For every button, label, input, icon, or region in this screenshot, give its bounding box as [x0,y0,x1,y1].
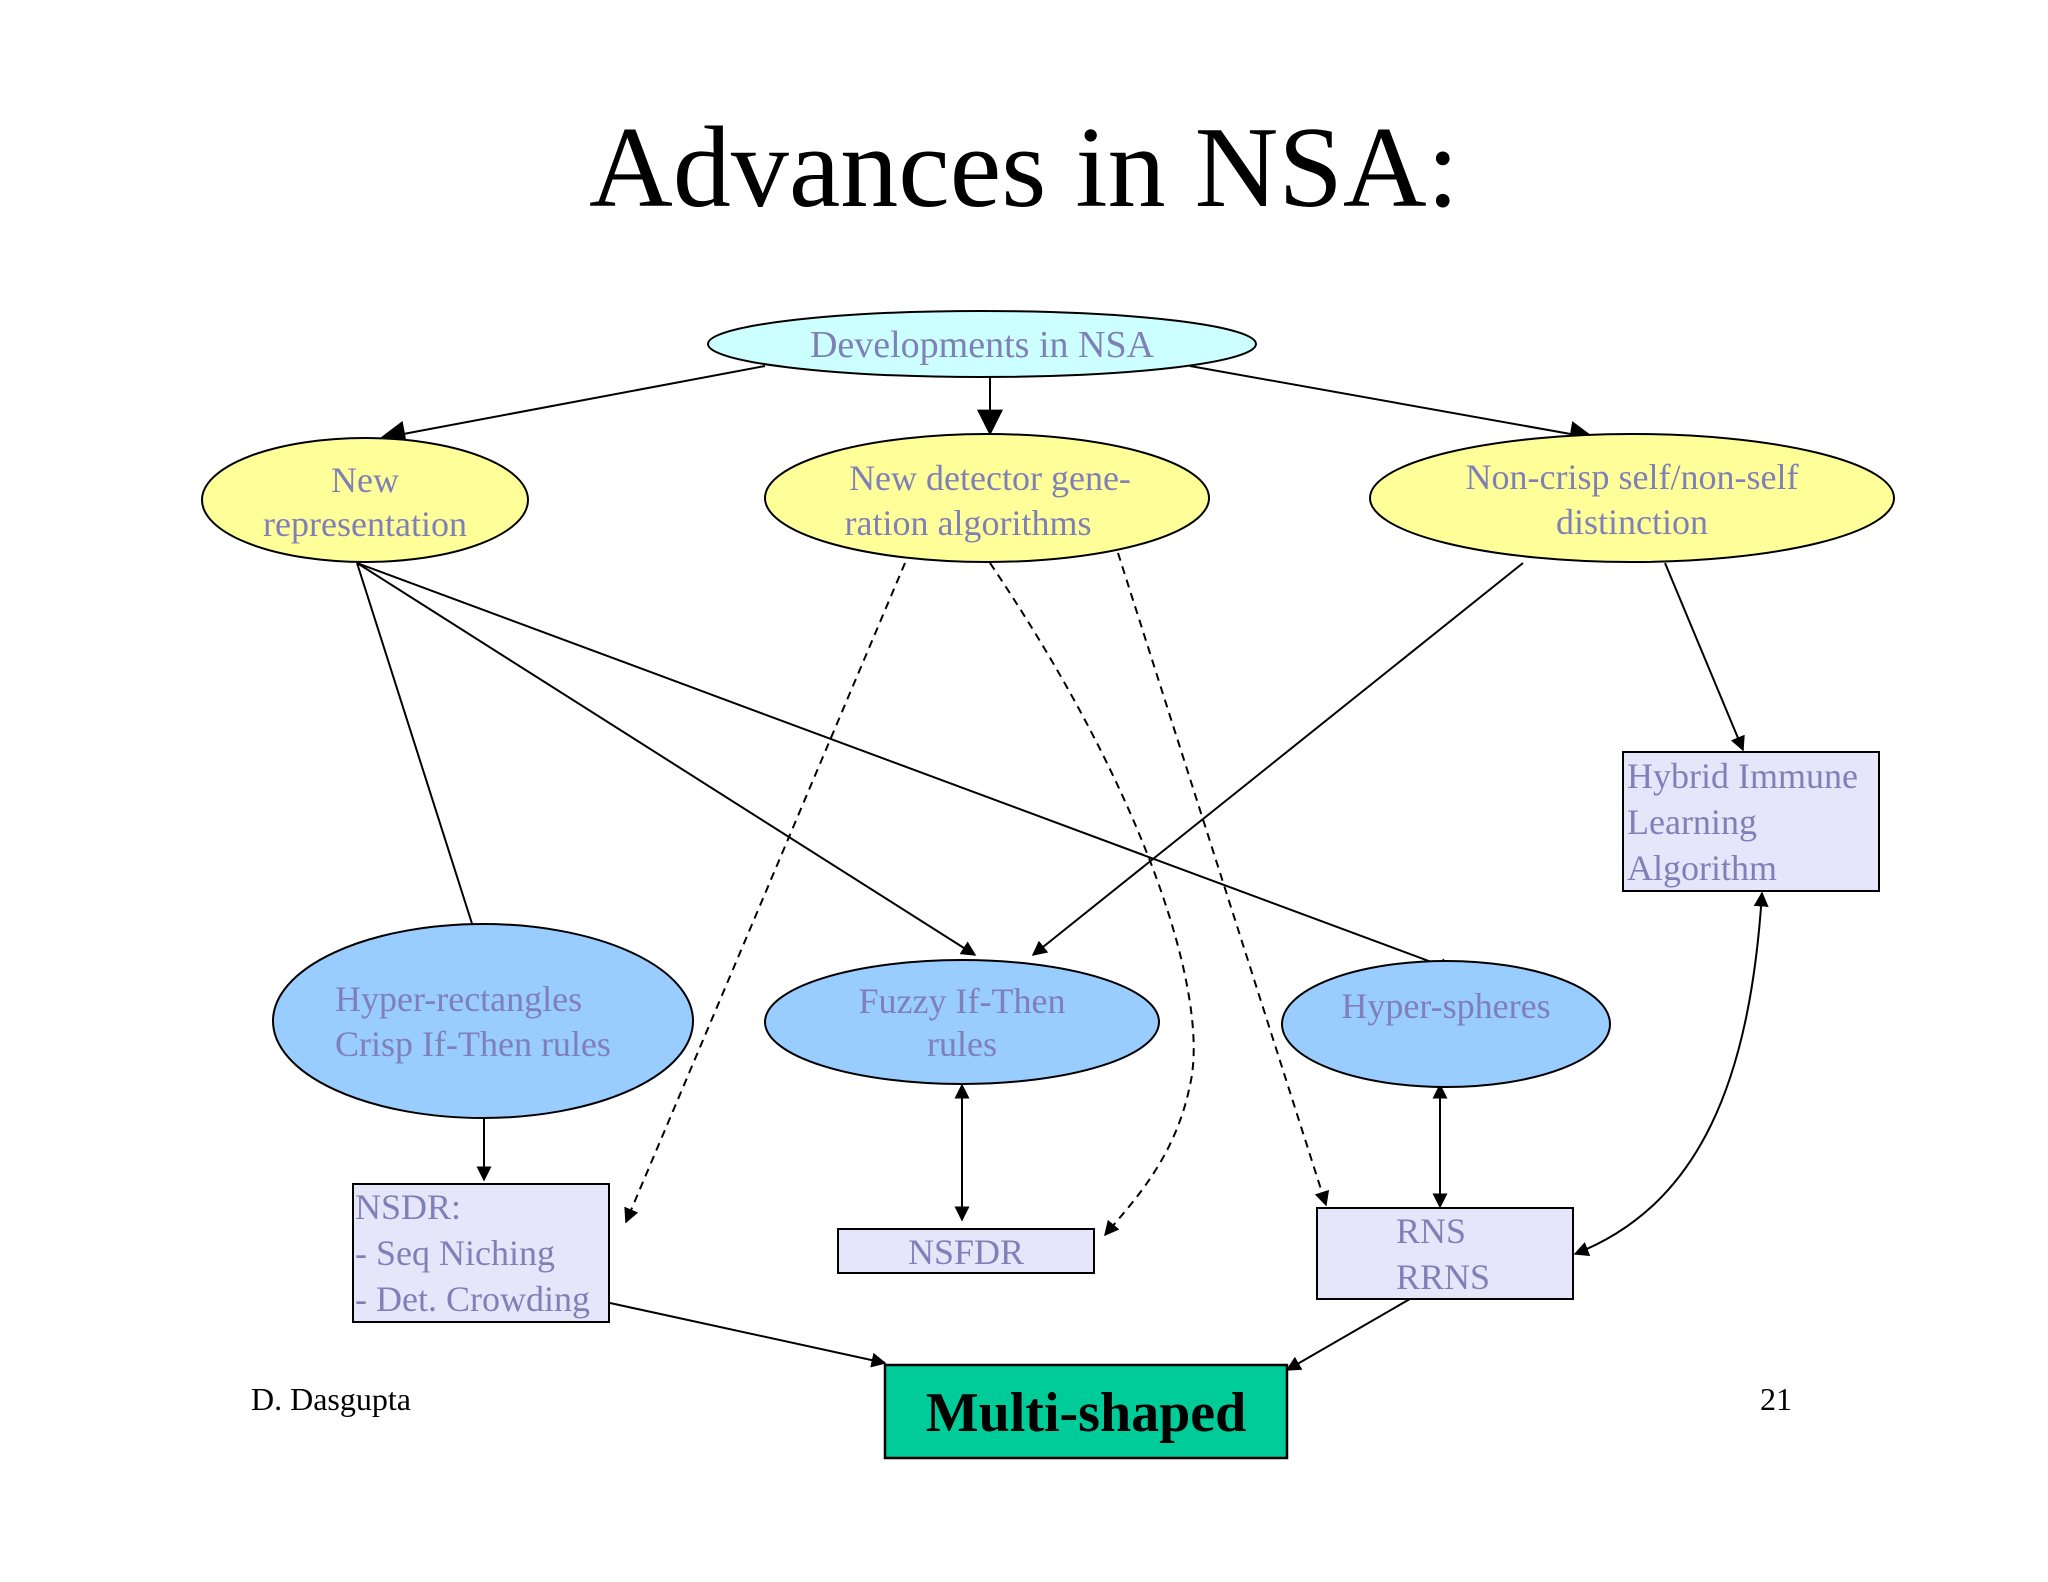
node-label-line-1: RNS [1396,1211,1466,1251]
node-label-line-2: representation [263,504,467,544]
node-shape [1369,433,1895,563]
node-hyper-rectangles: Hyper-rectangles Crisp If-Then rules [272,923,694,1119]
node-label-line-2: RRNS [1396,1257,1490,1297]
node-shape [764,959,1160,1085]
node-label-line-2: Crisp If-Then rules [335,1024,611,1064]
node-shape [707,310,1257,378]
node-label: Developments in NSA [810,324,1155,366]
node-hyper-spheres: Hyper-spheres [1281,960,1611,1088]
node-shape [1281,960,1611,1088]
node-shape [1316,1207,1574,1300]
node-label-line-1: Non-crisp self/non-self [1466,457,1799,497]
node-new-representation: New representation [201,437,529,563]
edge-root-to-non-crisp [1189,365,1596,447]
node-shape [272,923,694,1119]
edge-detector-to-nsfdr [989,562,1195,1237]
node-label-line-2: ration algorithms [845,503,1092,543]
node-label-line-1: New [331,460,399,500]
node-shape [883,1363,1289,1460]
edge-representation-to-fuzzy [356,562,977,956]
node-label-line-2: distinction [1556,502,1708,542]
node-label-line-1: Fuzzy If-Then [859,981,1066,1021]
node-label-line-3: - Det. Crowding [355,1279,590,1319]
node-label-line-3: Algorithm [1627,848,1777,888]
node-label: Hyper-spheres [1341,986,1550,1026]
node-label-line-2: rules [927,1024,997,1064]
edge-representation-to-hyper-spheres [356,562,1455,973]
node-shape [201,437,529,563]
node-new-detector-algorithms: New detector gene- ration algorithms [764,433,1210,563]
node-developments-in-nsa: Developments in NSA [707,310,1257,378]
node-label: NSFDR [908,1232,1024,1272]
node-shape [764,433,1210,563]
nodes: Developments in NSA New representation N… [201,310,1895,1460]
node-rns: RNS RRNS [1316,1207,1574,1300]
node-label: Multi-shaped [926,1382,1247,1444]
edge-non-crisp-to-fuzzy [1031,562,1524,956]
node-multi-shaped: Multi-shaped [883,1363,1289,1460]
node-label-line-1: NSDR: [355,1187,461,1227]
footer-author: D. Dasgupta [251,1381,411,1417]
node-nsdr: NSDR: - Seq Niching - Det. Crowding [352,1183,610,1323]
slide-title: Advances in NSA: [589,104,1459,232]
node-fuzzy-if-then: Fuzzy If-Then rules [764,959,1160,1085]
node-shape [1622,751,1880,892]
edge-detector-to-nsdr [624,562,906,1224]
node-label-line-2: - Seq Niching [355,1233,555,1273]
edge-non-crisp-to-hybrid [1664,562,1745,752]
edge-hybrid-rns [1573,891,1769,1257]
node-label-line-1: Hybrid Immune [1627,756,1858,796]
edge-rns-to-multi-shaped [1285,1291,1423,1371]
edge-detector-to-rns [1117,552,1330,1207]
edge-nsdr-to-multi-shaped [609,1302,887,1368]
node-nsfdr: NSFDR [837,1228,1095,1274]
node-label-line-1: Hyper-rectangles [335,979,582,1019]
edge-root-to-new-representation [379,365,766,447]
node-shape [837,1228,1095,1274]
edge-representation-to-hyper-rectangles [356,562,486,957]
node-non-crisp-distinction: Non-crisp self/non-self distinction [1369,433,1895,563]
node-shape [352,1183,610,1323]
node-label-line-1: New detector gene- [849,458,1131,498]
node-label-line-2: Learning [1627,802,1757,842]
node-hybrid-immune-learning: Hybrid Immune Learning Algorithm [1622,751,1880,892]
footer-page-number: 21 [1760,1381,1792,1417]
connectors [356,365,1769,1371]
